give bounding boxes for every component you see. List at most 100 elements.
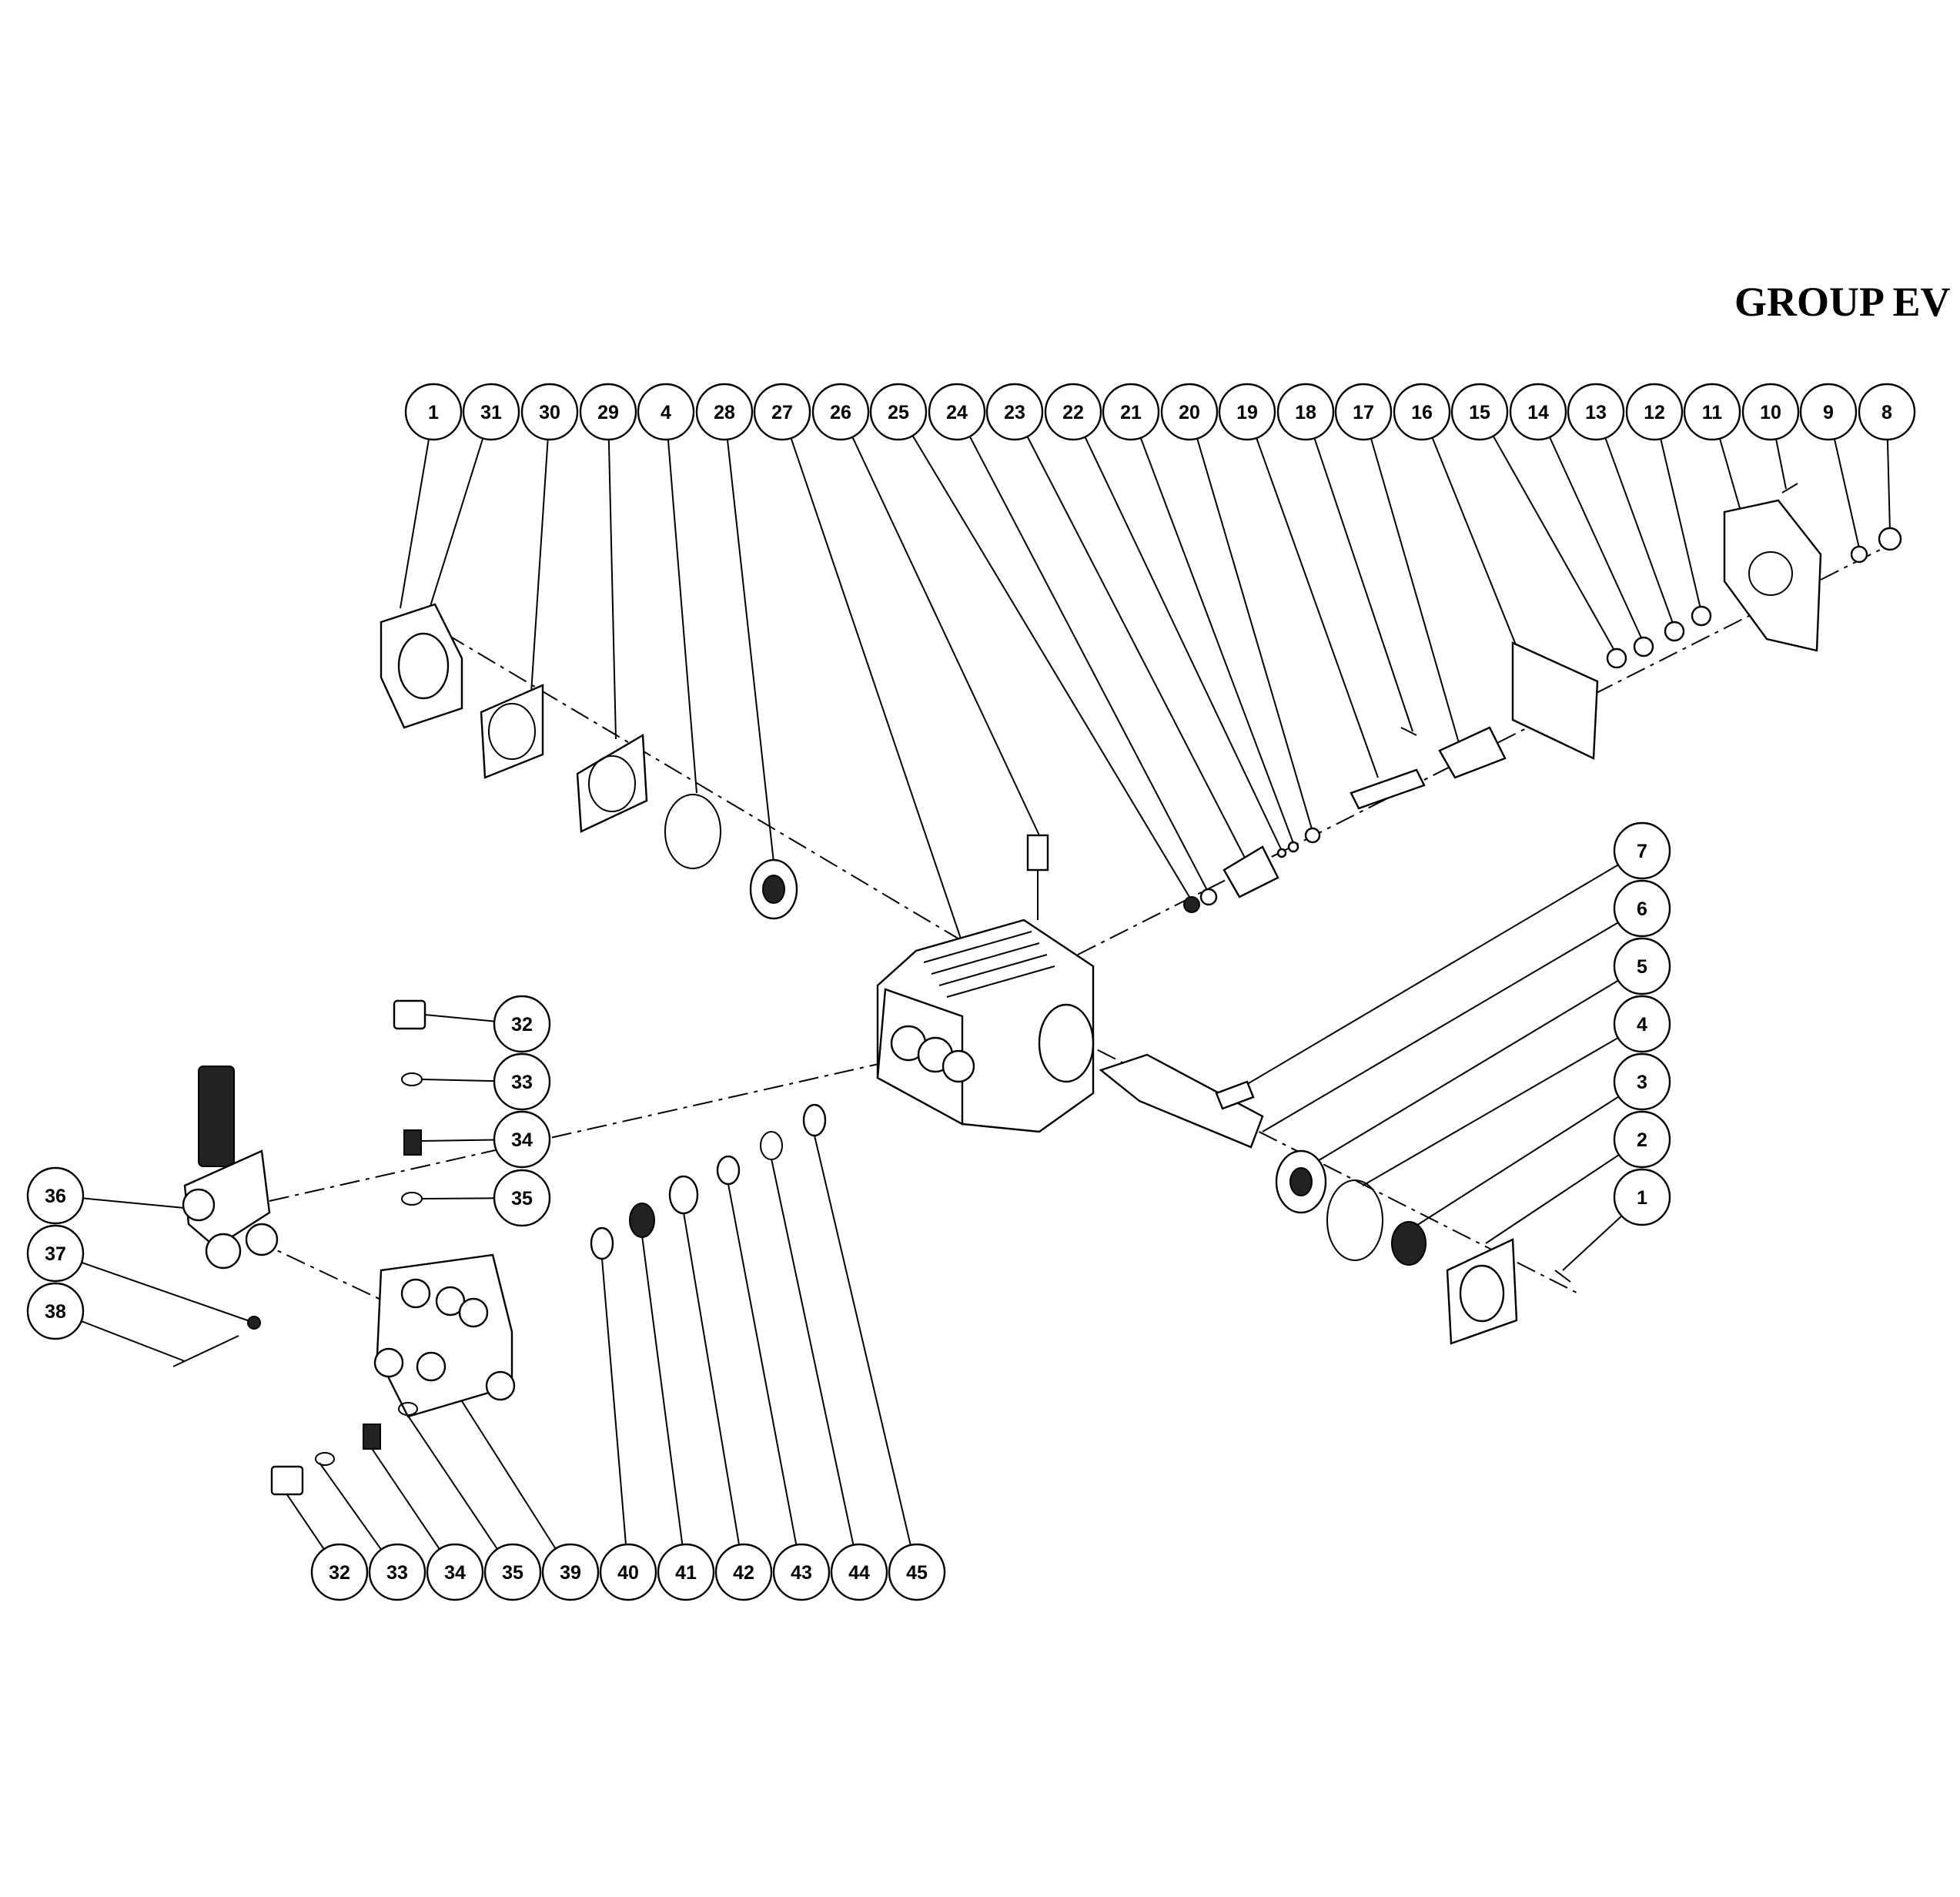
gasket-29 xyxy=(576,733,648,833)
leader-line xyxy=(1775,439,1787,490)
callout-circle xyxy=(1613,1110,1671,1169)
callout-number: 25 xyxy=(888,402,909,423)
callout-number: 35 xyxy=(511,1188,533,1209)
callout-circle xyxy=(869,383,928,441)
leader-line xyxy=(601,1258,627,1545)
leader-line xyxy=(530,439,549,694)
callout-circle xyxy=(657,1543,715,1601)
manifold-port-6 xyxy=(485,1370,516,1401)
callout-circle xyxy=(1509,383,1567,441)
callout-top-20: 20 xyxy=(1160,383,1219,441)
callout-circle xyxy=(1276,383,1335,441)
callout-circle xyxy=(310,1543,369,1601)
callout-circle xyxy=(1160,383,1219,441)
callout-circle xyxy=(493,1052,551,1111)
front-flange-bore xyxy=(1459,1264,1505,1323)
bearing-rear-core xyxy=(762,875,785,904)
callout-circle xyxy=(26,1282,85,1340)
callout-circle xyxy=(26,1224,85,1283)
callout-top-24: 24 xyxy=(928,383,986,441)
callout-top-18: 18 xyxy=(1276,383,1335,441)
callout-left-38: 38 xyxy=(26,1282,85,1340)
callout-circle xyxy=(1044,383,1102,441)
callout-number: 4 xyxy=(1637,1014,1647,1035)
plunger-19 xyxy=(1350,768,1426,810)
leader-line xyxy=(1431,437,1517,647)
bolt-38 xyxy=(172,1335,239,1367)
callout-bottom-34: 34 xyxy=(426,1543,484,1601)
callout-circle xyxy=(404,383,463,441)
callout-top-9: 9 xyxy=(1799,383,1858,441)
callout-number: 39 xyxy=(560,1562,581,1584)
callout-bottom-44: 44 xyxy=(830,1543,888,1601)
leader-line xyxy=(1313,437,1413,732)
callout-number: 21 xyxy=(1120,402,1142,423)
unloader-bypass xyxy=(245,1223,279,1256)
callout-number: 33 xyxy=(386,1562,408,1584)
leader-line xyxy=(1412,1096,1620,1229)
callout-top-23: 23 xyxy=(985,383,1044,441)
callout-circle xyxy=(1450,383,1509,441)
callout-circle xyxy=(695,383,754,441)
callout-number: 29 xyxy=(597,402,619,423)
callout-circle xyxy=(1334,383,1393,441)
leader-line xyxy=(851,437,1040,836)
callout-valve-32: 32 xyxy=(493,995,551,1053)
manifold-port-1 xyxy=(400,1278,431,1309)
callout-number: 31 xyxy=(480,402,502,423)
unloader-inlet xyxy=(182,1188,216,1222)
callout-valve-34: 34 xyxy=(493,1110,551,1169)
callout-number: 20 xyxy=(1179,402,1200,423)
o-ring-rear xyxy=(664,794,721,869)
valve-washer-bottom xyxy=(398,1402,418,1416)
leader-line xyxy=(82,1197,193,1209)
callout-circle xyxy=(541,1543,600,1601)
leader-line xyxy=(641,1235,684,1545)
callout-top-28: 28 xyxy=(695,383,754,441)
callout-number: 44 xyxy=(848,1562,870,1584)
valve-oring-top xyxy=(401,1072,423,1086)
callout-number: 6 xyxy=(1637,898,1647,920)
callout-number: 12 xyxy=(1644,402,1665,423)
callout-number: 14 xyxy=(1527,402,1549,423)
gasket-30 xyxy=(480,684,544,779)
callout-right-3: 3 xyxy=(1613,1052,1671,1111)
bearing-front-core xyxy=(1289,1167,1313,1196)
callout-bottom-40: 40 xyxy=(599,1543,657,1601)
seal-24 xyxy=(1199,888,1218,906)
front-flange-screw xyxy=(1554,1270,1571,1283)
callout-bottom-41: 41 xyxy=(657,1543,715,1601)
callout-number: 17 xyxy=(1353,402,1374,423)
callout-number: 32 xyxy=(329,1562,350,1584)
leader-line xyxy=(421,1079,495,1082)
callout-number: 13 xyxy=(1585,402,1607,423)
callout-valve-33: 33 xyxy=(493,1052,551,1111)
callout-circle xyxy=(811,383,870,441)
callout-number: 43 xyxy=(791,1562,812,1584)
callout-number: 18 xyxy=(1295,402,1316,423)
seal-45 xyxy=(802,1103,827,1137)
seal-25 xyxy=(1183,896,1200,913)
leader-line xyxy=(421,1197,495,1199)
pin-18 xyxy=(1400,727,1417,736)
seal-ring-40 xyxy=(590,1226,614,1260)
callout-bottom-35: 35 xyxy=(483,1543,542,1601)
callout-top-22: 22 xyxy=(1044,383,1102,441)
leader-line xyxy=(461,1400,557,1550)
valve-plug-bottom xyxy=(270,1465,304,1496)
callout-circle xyxy=(1393,383,1451,441)
leader-line xyxy=(1886,439,1891,532)
callout-bottom-43: 43 xyxy=(772,1543,831,1601)
seal-12 xyxy=(1691,605,1712,627)
gasket-30-hole xyxy=(488,703,536,760)
callout-right-6: 6 xyxy=(1613,879,1671,938)
leader-line xyxy=(406,1413,498,1550)
washer-20 xyxy=(1304,827,1321,844)
gasket-16 xyxy=(1511,641,1599,760)
seal-13 xyxy=(1664,621,1685,642)
callout-top-25: 25 xyxy=(869,383,928,441)
callout-top-4: 4 xyxy=(637,383,695,441)
valve-cage-top xyxy=(403,1129,422,1156)
gasket-29-hole xyxy=(588,755,636,812)
